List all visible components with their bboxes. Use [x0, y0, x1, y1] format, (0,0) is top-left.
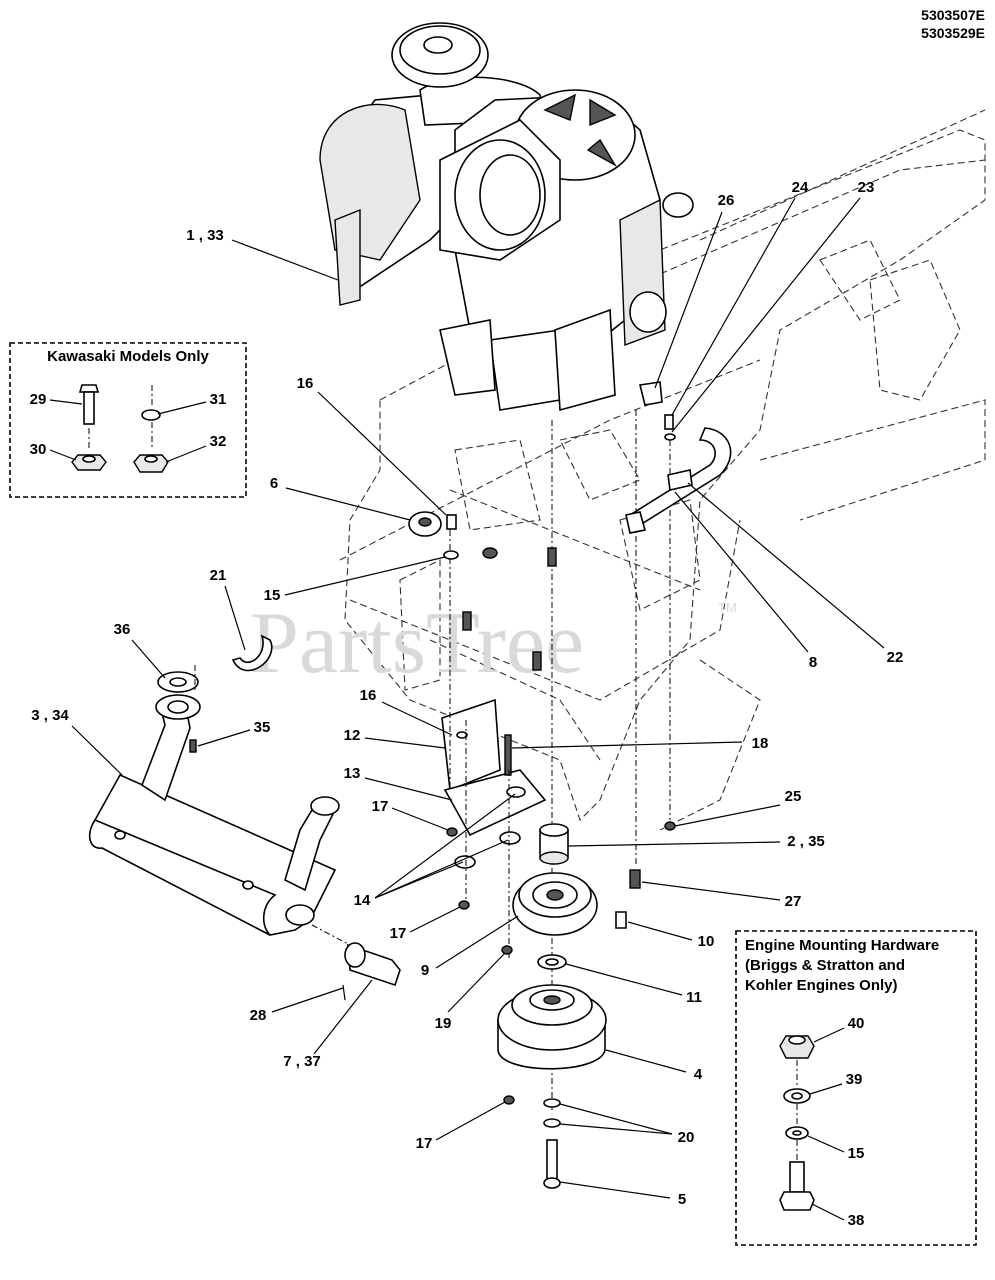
upper-hardware — [231, 381, 732, 672]
callout-25: 25 — [785, 788, 802, 805]
callout-7-37: 7 , 37 — [283, 1053, 321, 1070]
kawasaki-models-box: Kawasaki Models Only 29 31 30 32 — [9, 342, 247, 498]
callouts: 1 , 33 26 24 23 16 6 21 15 36 3 , 34 35 … — [31, 179, 903, 1208]
callout-1-33: 1 , 33 — [186, 227, 224, 244]
kawasaki-box-title: Kawasaki Models Only — [47, 348, 209, 365]
callout-26: 26 — [718, 192, 735, 209]
callout-23: 23 — [858, 179, 875, 196]
watermark: PartsTree — [250, 595, 584, 692]
hardware-box-title-line-1: Engine Mounting Hardware — [745, 937, 939, 954]
callout-21: 21 — [210, 567, 227, 584]
callout-8: 8 — [809, 654, 817, 671]
clutch-assembly — [441, 410, 676, 1189]
callout-28: 28 — [250, 1007, 267, 1024]
callout-29: 29 — [30, 391, 47, 408]
callout-35-muffler: 35 — [254, 719, 271, 736]
callout-3-34: 3 , 34 — [31, 707, 69, 724]
callout-17-a: 17 — [372, 798, 389, 815]
trademark: TM — [718, 600, 737, 615]
callout-12: 12 — [344, 727, 361, 744]
callout-15: 15 — [264, 587, 281, 604]
callout-16-upper: 16 — [297, 375, 314, 392]
callout-17-b: 17 — [390, 925, 407, 942]
hardware-box-title-line-3: Kohler Engines Only) — [745, 977, 898, 994]
callout-9: 9 — [421, 962, 429, 979]
engine-mounting-hardware-box: Engine Mounting Hardware (Briggs & Strat… — [735, 930, 977, 1246]
callout-27: 27 — [785, 893, 802, 910]
callout-31: 31 — [210, 391, 227, 408]
callout-17-c: 17 — [416, 1135, 433, 1152]
callout-4: 4 — [694, 1066, 703, 1083]
callout-19: 19 — [435, 1015, 452, 1032]
callout-16-lower: 16 — [360, 687, 377, 704]
callout-14: 14 — [354, 892, 371, 909]
callout-13: 13 — [344, 765, 361, 782]
part-number-2: 5303529E — [921, 25, 985, 41]
part-number-1: 5303507E — [921, 7, 985, 23]
callout-18: 18 — [752, 735, 769, 752]
callout-6: 6 — [270, 475, 278, 492]
callout-2-35: 2 , 35 — [787, 833, 825, 850]
callout-5: 5 — [678, 1191, 686, 1208]
callout-38: 38 — [848, 1212, 865, 1229]
callout-40: 40 — [848, 1015, 865, 1032]
callout-36: 36 — [114, 621, 131, 638]
callout-22: 22 — [887, 649, 904, 666]
callout-10: 10 — [698, 933, 715, 950]
callout-15-hardware: 15 — [848, 1145, 865, 1162]
muffler-assembly — [88, 665, 401, 1001]
callout-39: 39 — [846, 1071, 863, 1088]
callout-20: 20 — [678, 1129, 695, 1146]
callout-32: 32 — [210, 433, 227, 450]
callout-30: 30 — [30, 441, 47, 458]
callout-24: 24 — [792, 179, 809, 196]
hardware-box-title-line-2: (Briggs & Stratton and — [745, 957, 905, 974]
engine — [319, 22, 694, 412]
callout-11: 11 — [686, 989, 702, 1006]
